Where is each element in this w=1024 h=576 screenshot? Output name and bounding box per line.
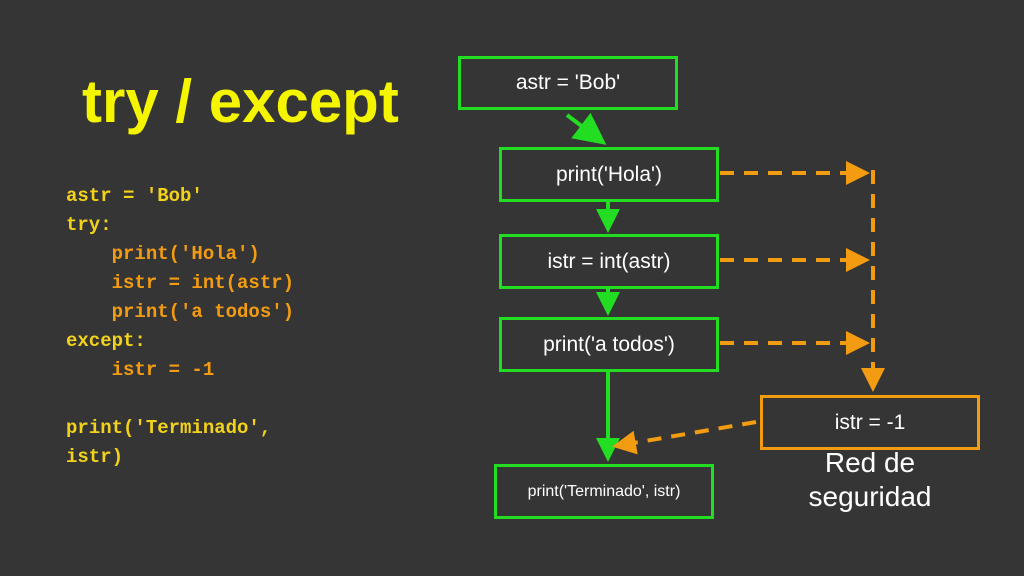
flow-box-label: astr = 'Bob' (515, 71, 621, 94)
flow-box-label: print('a todos') (543, 332, 675, 356)
code-line: istr) (66, 446, 124, 468)
code-line: print('a todos') (66, 301, 295, 323)
code-line: print('Terminado', (66, 417, 272, 439)
code-block: astr = 'Bob' try: print('Hola') istr = in… (66, 182, 294, 472)
flow-box-print-terminado: print('Terminado', istr) (494, 464, 714, 519)
flow-box-except: istr = -1 (760, 395, 980, 450)
flow-box-print-todos: print('a todos') (499, 317, 719, 372)
flow-box-label: istr = -1 (834, 410, 906, 434)
code-line: istr = -1 (66, 359, 215, 381)
code-line: except: (66, 330, 146, 352)
flow-arrow (565, 112, 607, 145)
exception-arrow (612, 420, 757, 455)
flow-box-int: istr = int(astr) (499, 234, 719, 289)
flow-box-astr: astr = 'Bob' (458, 56, 678, 110)
code-line: astr = 'Bob' (66, 185, 203, 207)
safety-net-label: Red de seguridad (808, 447, 932, 512)
flow-box-label: print('Terminado', istr) (527, 482, 681, 500)
slide-title: try / except (82, 68, 399, 135)
code-line: istr = int(astr) (66, 272, 295, 294)
code-line: print('Hola') (66, 243, 260, 265)
flow-box-label: print('Hola') (555, 162, 663, 186)
flow-box-label: istr = int(astr) (547, 249, 671, 273)
code-line: try: (66, 214, 112, 236)
flow-box-print-hola: print('Hola') (499, 147, 719, 202)
